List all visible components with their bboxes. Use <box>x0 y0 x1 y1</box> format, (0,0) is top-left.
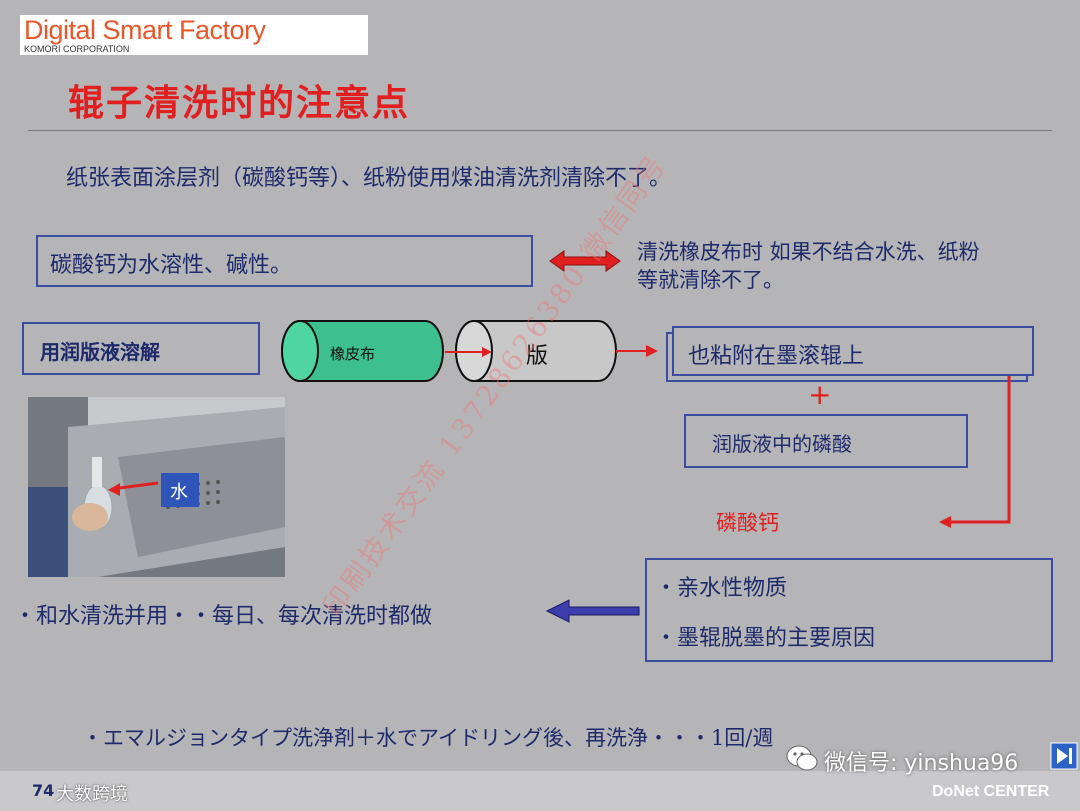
arrow-right-icon <box>616 343 660 359</box>
intro-text: 纸张表面涂层剂（碳酸钙等）、纸粉使用煤油清洗剂清除不了。 <box>66 160 671 192</box>
connector-arrow <box>935 376 1015 532</box>
title-divider <box>28 130 1052 131</box>
calcium-phosphate-label: 磷酸钙 <box>716 507 779 537</box>
logo-title: Digital Smart Factory <box>24 15 266 46</box>
machine-illustration <box>28 397 285 577</box>
water-label: 水 <box>170 478 188 504</box>
next-page-button[interactable] <box>1050 742 1078 770</box>
logo-subtitle: KOMORI CORPORATION <box>24 44 129 54</box>
combine-water-text: ・和水清洗并用・・每日、每次清洗时都做 <box>14 598 432 630</box>
blanket-note-line2: 等就清除不了。 <box>637 264 784 294</box>
ink-roller-box: 也粘附在墨滚辊上 <box>672 326 1034 376</box>
washing-photo: 水 <box>28 397 285 577</box>
wechat-icon <box>785 744 819 774</box>
watermark: 印刷技术交流 13728626380 微信同号 <box>312 145 675 624</box>
plus-sign: + <box>808 378 831 411</box>
dissolve-text: 用润版液溶解 <box>40 336 160 365</box>
properties-box: ・亲水性物质 ・墨辊脱墨的主要原因 <box>645 558 1053 662</box>
logo: Digital Smart Factory KOMORI CORPORATION <box>20 15 368 55</box>
footer-bar <box>0 771 1080 811</box>
blanket-label: 橡皮布 <box>330 343 375 364</box>
blanket-note-line1: 清洗橡皮布时 如果不结合水洗、纸粉 <box>637 236 980 266</box>
arrow-left-icon <box>545 598 641 624</box>
dissolve-box: 用润版液溶解 <box>22 322 260 375</box>
property-main-cause: ・墨辊脱墨的主要原因 <box>655 620 875 652</box>
bottom-note: ・エマルジョンタイプ洗浄剤＋水でアイドリング後、再洗浄・・・1回/週 <box>82 722 773 752</box>
source-label: 大数跨境 <box>56 780 128 806</box>
fountain-phosphate-box: 润版液中的磷酸 <box>684 414 968 468</box>
fountain-phosphate-text: 润版液中的磷酸 <box>712 428 852 457</box>
footer-brand: DoNet CENTER <box>932 783 1049 801</box>
calcium-carbonate-box: 碳酸钙为水溶性、碱性。 <box>36 235 533 287</box>
ink-roller-text: 也粘附在墨滚辊上 <box>688 338 864 370</box>
calcium-carbonate-text: 碳酸钙为水溶性、碱性。 <box>50 247 292 279</box>
property-hydrophilic: ・亲水性物质 <box>655 570 787 602</box>
page-number: 74 <box>32 781 54 800</box>
page-title: 辊子清洗时的注意点 <box>68 74 410 126</box>
wechat-id: 微信号: yinshua96 <box>824 745 1018 777</box>
